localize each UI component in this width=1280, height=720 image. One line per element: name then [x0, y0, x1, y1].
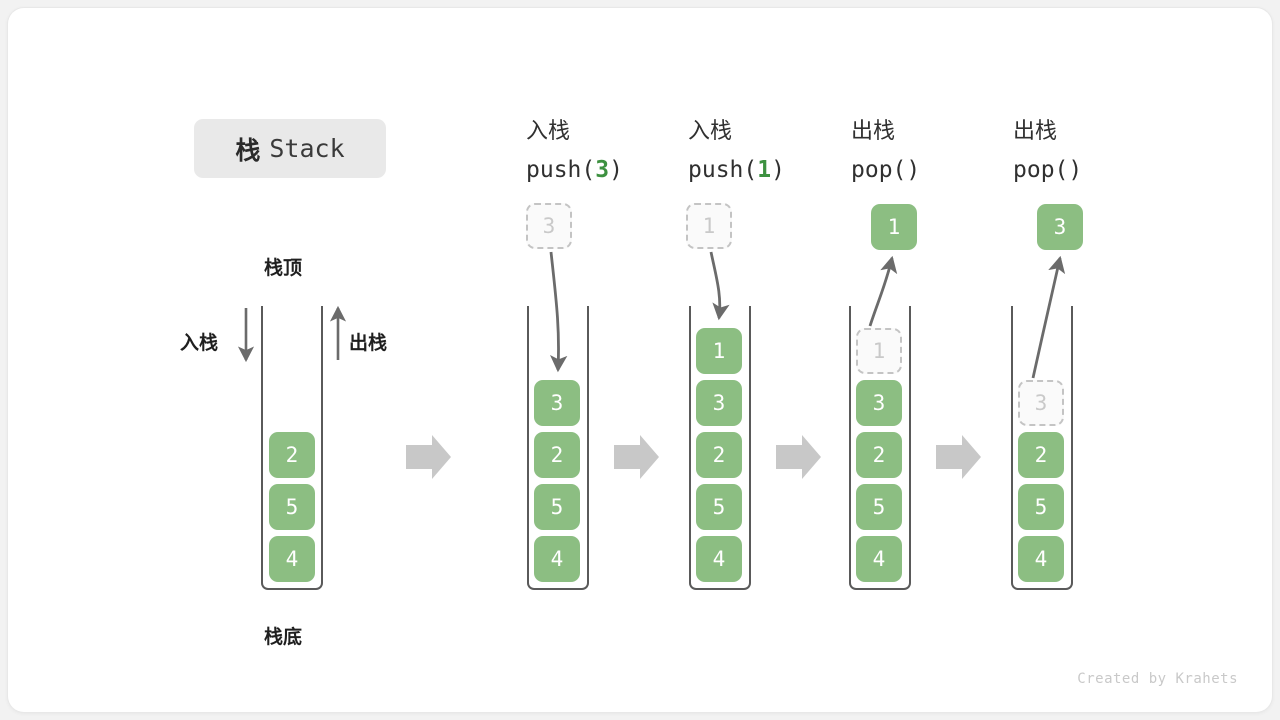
- step-label-code: push(1): [688, 151, 785, 189]
- stack-cell: 2: [856, 432, 902, 478]
- stack-cell: 2: [1018, 432, 1064, 478]
- stack-cell: 4: [269, 536, 315, 582]
- title-en: Stack: [269, 134, 345, 163]
- stack-cell: 2: [269, 432, 315, 478]
- step-label-cn: 入栈: [526, 119, 571, 144]
- stack-cell: 5: [856, 484, 902, 530]
- flow-arrow: [614, 435, 659, 479]
- stack-cell: 5: [696, 484, 742, 530]
- step-label-cn: 入栈: [688, 119, 733, 144]
- stack-container-pop-1: [849, 306, 911, 590]
- stack-cell: 1: [856, 328, 902, 374]
- stack-container-pop-3: [1011, 306, 1073, 590]
- arrow-overlay: [237, 251, 1066, 479]
- op-prefix: pop(: [851, 157, 907, 183]
- stack-cell: 5: [1018, 484, 1064, 530]
- stack-cell: 5: [269, 484, 315, 530]
- stack-cell: 3: [534, 380, 580, 426]
- stack-cell: 2: [534, 432, 580, 478]
- flow-arrow: [406, 435, 451, 479]
- stack-cell: 3: [696, 380, 742, 426]
- label-stack-top: 栈顶: [264, 257, 303, 279]
- stack-cell: 5: [534, 484, 580, 530]
- floating-cell-push-3: 3: [526, 203, 572, 249]
- step-label-cn: 出栈: [851, 119, 896, 144]
- step-label-code: pop(): [1013, 151, 1082, 189]
- title-cn: 栈: [235, 135, 261, 165]
- step-label-cn: 出栈: [1013, 119, 1058, 144]
- stack-container-push-3: [527, 306, 589, 590]
- stack-cell: 2: [696, 432, 742, 478]
- floating-cell-push-1: 1: [686, 203, 732, 249]
- stack-container-push-1: [689, 306, 751, 590]
- op-prefix: push(: [688, 157, 758, 183]
- op-value: 1: [757, 157, 772, 183]
- op-suffix: ): [906, 157, 921, 183]
- stack-container-initial: [261, 306, 323, 590]
- stack-cell: 4: [696, 536, 742, 582]
- op-prefix: pop(: [1013, 157, 1069, 183]
- op-suffix: ): [771, 157, 785, 183]
- step-label-pop-1: 出栈 pop(): [851, 113, 920, 189]
- stack-cell: 4: [1018, 536, 1064, 582]
- stack-cell: 3: [1018, 380, 1064, 426]
- stack-cell: 4: [534, 536, 580, 582]
- step-label-pop-3: 出栈 pop(): [1013, 113, 1082, 189]
- flow-arrow: [936, 435, 981, 479]
- floating-cell-pop-3: 3: [1037, 204, 1083, 250]
- op-value: 3: [595, 157, 610, 183]
- stack-cell: 1: [696, 328, 742, 374]
- op-prefix: push(: [526, 157, 596, 183]
- stack-cell: 4: [856, 536, 902, 582]
- op-suffix: ): [609, 157, 623, 183]
- flow-arrow: [776, 435, 821, 479]
- stack-cell: 3: [856, 380, 902, 426]
- credit-text: Created by Krahets: [1077, 671, 1238, 687]
- label-stack-bottom: 栈底: [264, 626, 303, 648]
- label-pop-side: 出栈: [349, 332, 388, 354]
- diagram-card: 栈 Stack 栈顶 栈底 入栈 出栈 2 5 4 入栈 push(3) 3 3…: [8, 8, 1272, 712]
- step-label-push-3: 入栈 push(3): [526, 113, 623, 189]
- op-suffix: ): [1068, 157, 1083, 183]
- step-label-push-1: 入栈 push(1): [688, 113, 785, 189]
- label-push-side: 入栈: [180, 332, 219, 354]
- title-badge: 栈 Stack: [194, 119, 386, 178]
- floating-cell-pop-1: 1: [871, 204, 917, 250]
- step-label-code: pop(): [851, 151, 920, 189]
- step-label-code: push(3): [526, 151, 623, 189]
